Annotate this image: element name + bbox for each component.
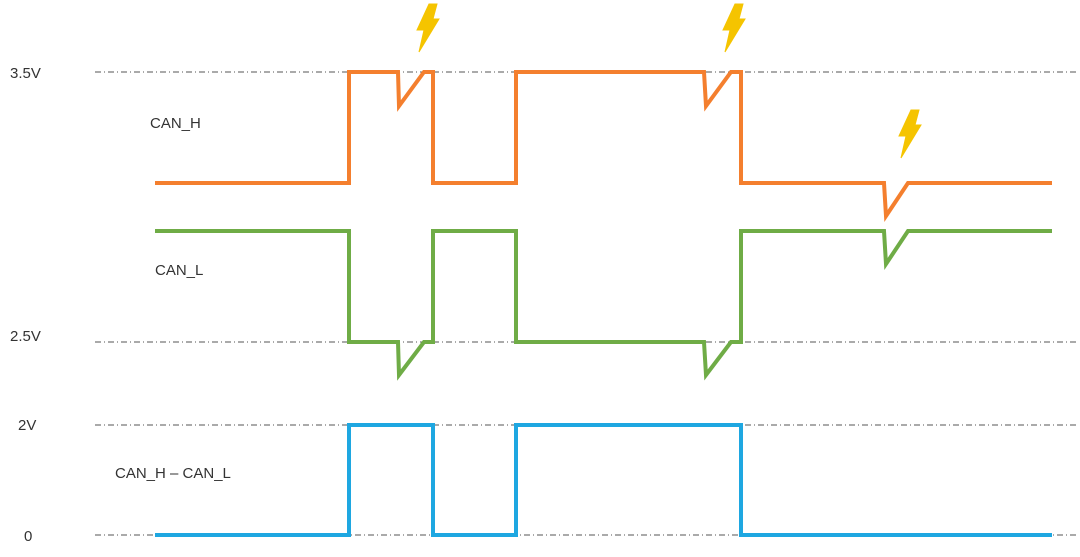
can-l-waveform bbox=[155, 229, 1052, 381]
can-l-label: CAN_L bbox=[155, 262, 203, 279]
can-diff-waveform bbox=[155, 423, 1052, 537]
can-h-label: CAN_H bbox=[150, 115, 201, 132]
voltage-label-2-5v: 2.5V bbox=[10, 328, 41, 345]
voltage-label-2v: 2V bbox=[18, 417, 36, 434]
lightning-icon bbox=[416, 3, 440, 53]
can-h-waveform bbox=[155, 70, 1052, 223]
lightning-icon bbox=[722, 3, 746, 53]
can-diff-label: CAN_H – CAN_L bbox=[115, 465, 231, 482]
lightning-icon bbox=[898, 109, 922, 159]
voltage-label-3-5v: 3.5V bbox=[10, 65, 41, 82]
voltage-label-0v: 0 bbox=[24, 528, 32, 545]
